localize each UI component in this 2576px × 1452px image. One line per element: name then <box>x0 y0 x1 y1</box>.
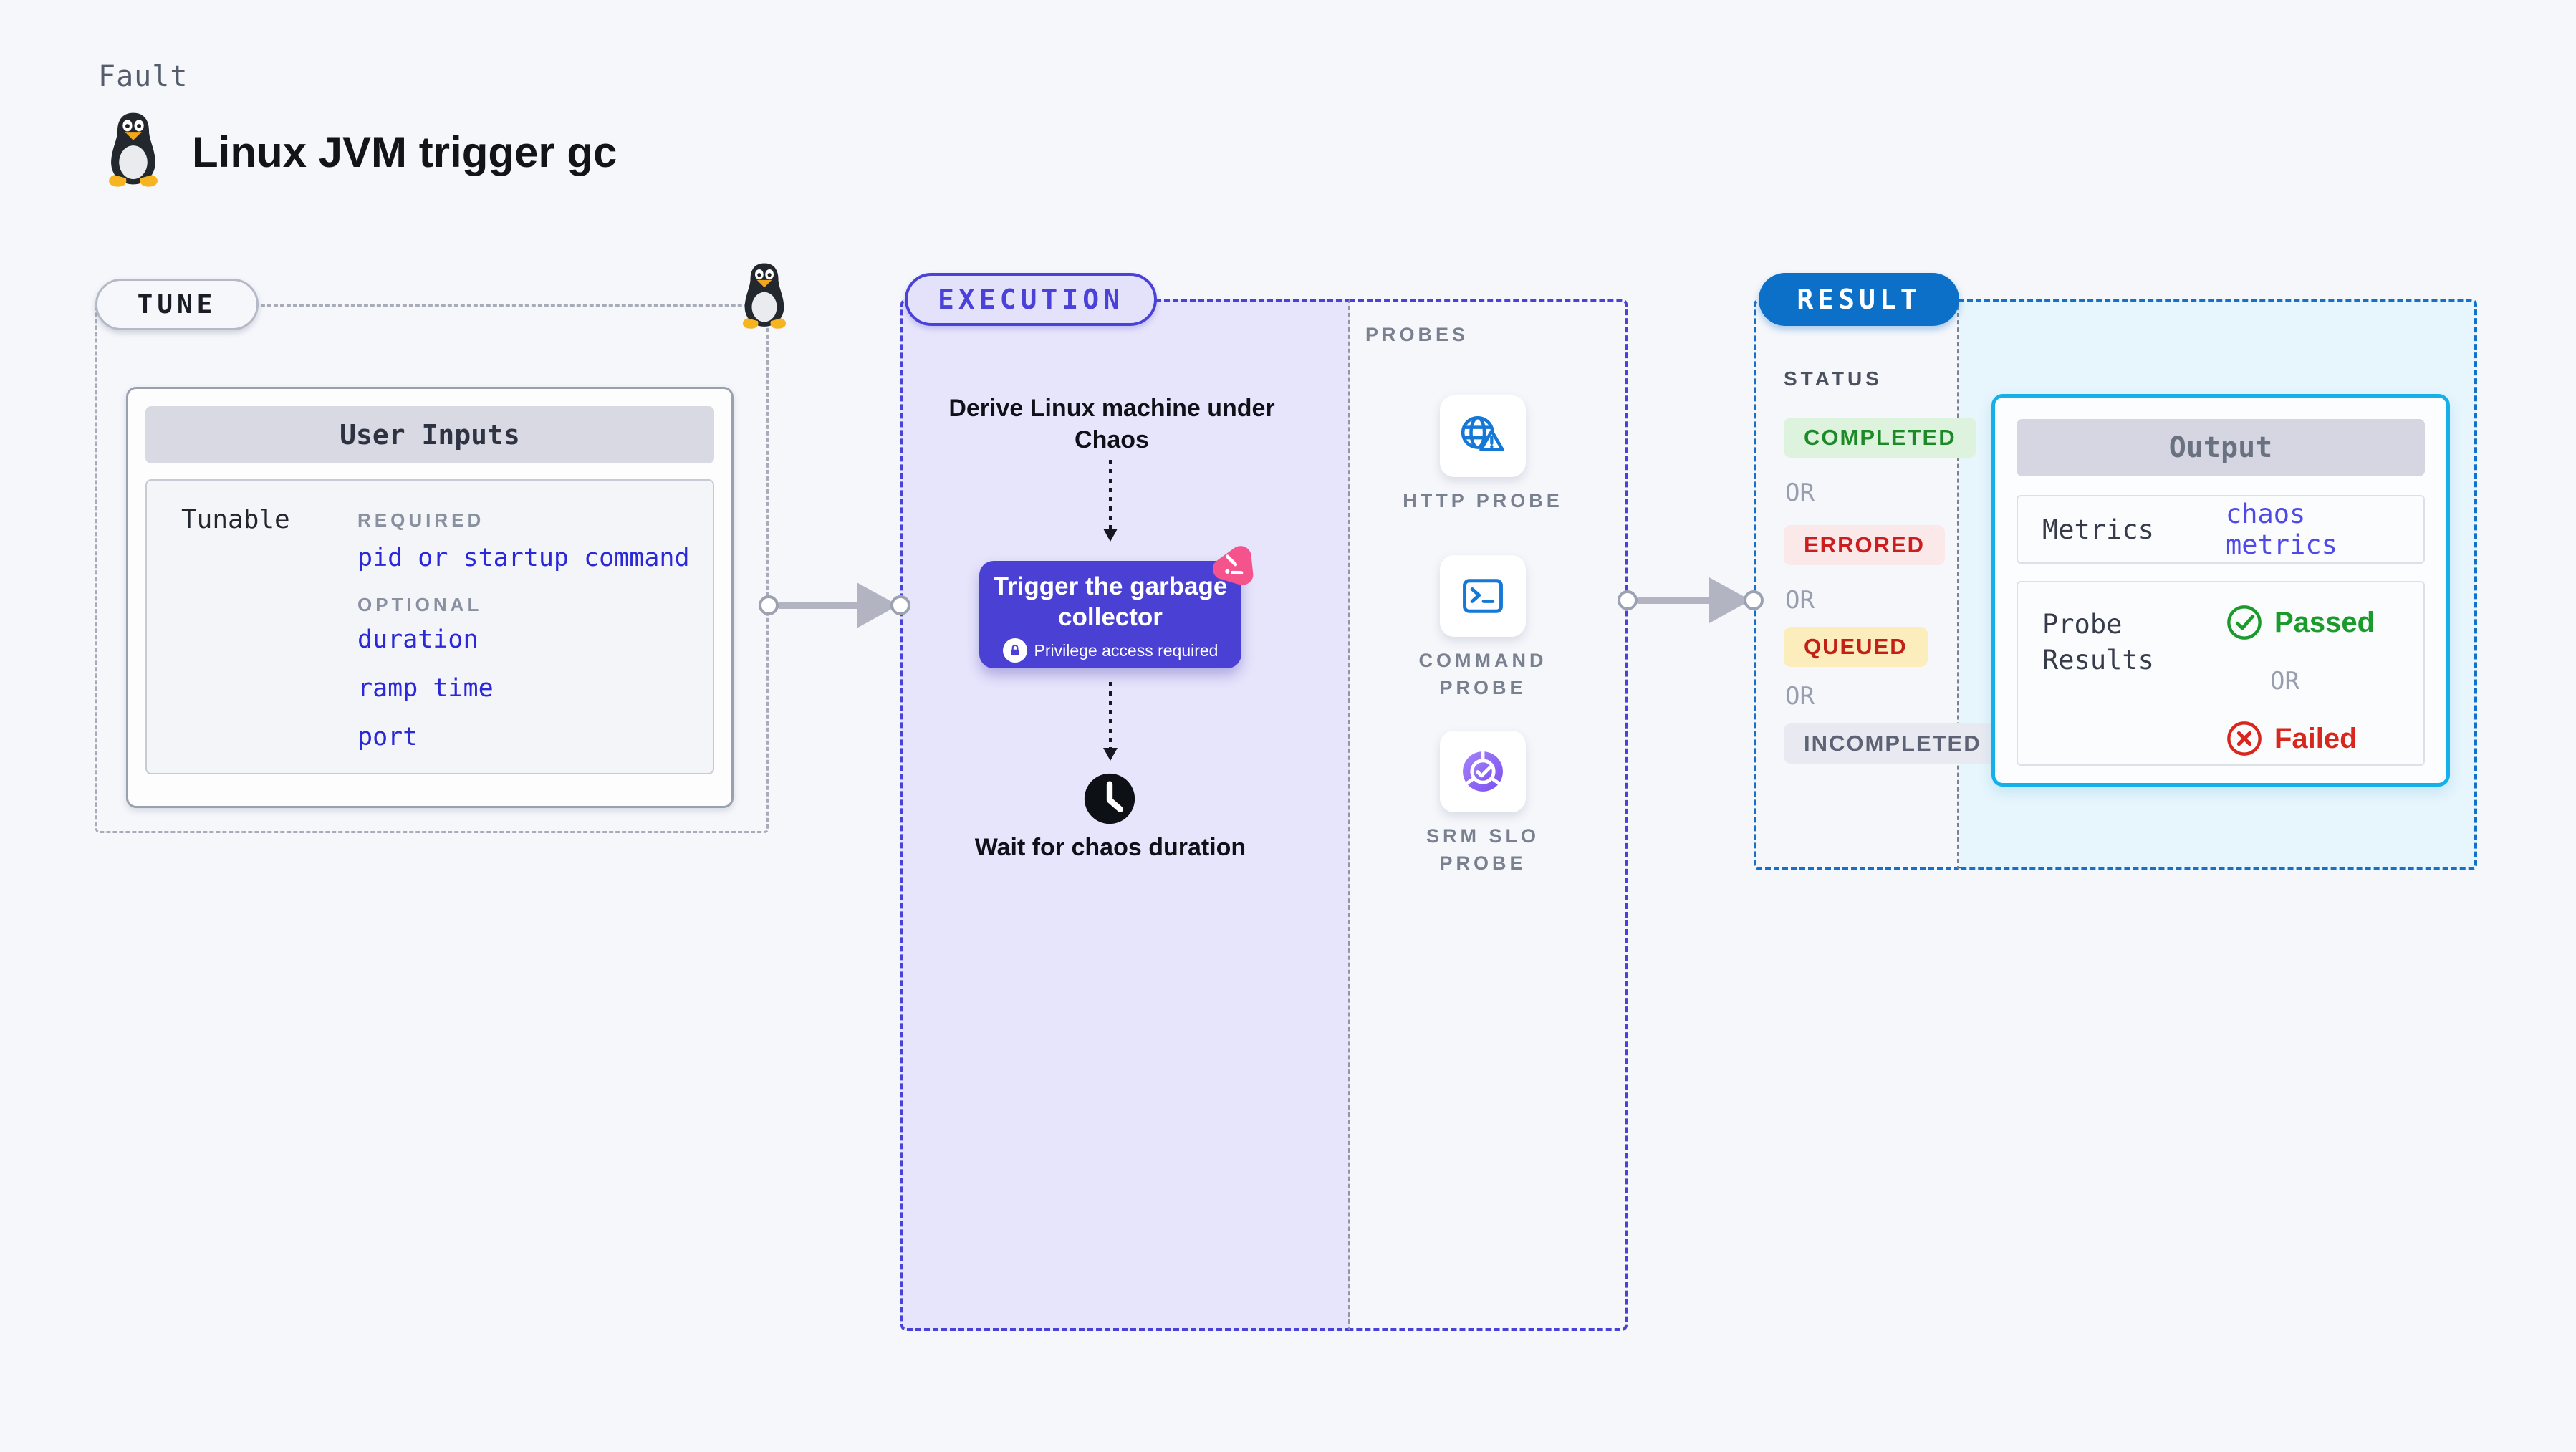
tunable-link-duration[interactable]: duration <box>357 625 479 654</box>
output-card: Output Metrics chaos metrics Probe Resul… <box>1991 394 2450 787</box>
arrow-head-icon <box>1103 529 1118 542</box>
clock-icon <box>1084 773 1135 824</box>
tune-section-box <box>95 304 769 833</box>
http-probe-card[interactable] <box>1440 395 1526 477</box>
metrics-label: Metrics <box>2042 514 2154 545</box>
derive-machine-step: Derive Linux machine under Chaos <box>948 395 1275 453</box>
tunable-row-label: Tunable <box>181 505 290 534</box>
probes-section-box <box>1350 299 1628 1331</box>
connector-dot <box>890 595 910 615</box>
optional-label: OPTIONAL <box>357 594 483 615</box>
or-separator: OR <box>1785 479 1815 507</box>
connector-dot <box>759 595 779 615</box>
dotted-connector <box>1109 682 1112 748</box>
srm-slo-probe-label: SRM SLO PROBE <box>1426 825 1539 874</box>
probe-result-failed: Failed <box>2226 720 2358 757</box>
trigger-gc-title: Trigger the garbage collector <box>993 572 1228 631</box>
status-badge-completed: COMPLETED <box>1784 418 1976 458</box>
tunable-link-pid-or-startup-command[interactable]: pid or startup command <box>357 544 690 572</box>
lock-icon <box>1002 638 1027 663</box>
or-separator: OR <box>1785 682 1815 711</box>
probe-results-row: Probe Results Passed OR Failed <box>2017 581 2425 766</box>
user-inputs-header: User Inputs <box>145 406 714 463</box>
chaos-logo-icon <box>1212 546 1254 585</box>
metrics-row: Metrics chaos metrics <box>2017 495 2425 564</box>
execution-pill: EXECUTION <box>905 273 1157 326</box>
failed-label: Failed <box>2274 722 2358 754</box>
passed-label: Passed <box>2274 606 2375 638</box>
tux-icon <box>742 263 787 329</box>
command-probe-card[interactable] <box>1440 555 1526 637</box>
connector-dot <box>1618 590 1638 610</box>
slo-donut-icon <box>1463 751 1503 792</box>
user-inputs-card: User Inputs Tunable REQUIRED pid or star… <box>126 387 734 808</box>
status-label: STATUS <box>1784 367 1883 390</box>
terminal-icon <box>1463 579 1503 613</box>
tune-pill: TUNE <box>95 279 259 330</box>
chaos-metrics-link[interactable]: chaos metrics <box>2225 499 2337 560</box>
status-badge-errored: ERRORED <box>1784 525 1946 565</box>
privilege-note: Privilege access required <box>1034 640 1219 660</box>
tunable-link-port[interactable]: port <box>357 723 418 751</box>
arrow-head-icon <box>1103 748 1118 761</box>
connector-dot <box>1744 590 1764 610</box>
tux-icon <box>109 112 158 187</box>
or-separator: OR <box>2270 667 2299 696</box>
arrow-tune-to-execution <box>777 602 860 609</box>
globe-alert-icon <box>1461 415 1504 451</box>
x-circle-icon <box>2227 721 2262 756</box>
dotted-connector <box>1109 460 1112 529</box>
wait-duration-step: Wait for chaos duration <box>974 834 1246 861</box>
trigger-gc-node[interactable]: Trigger the garbage collector Privilege … <box>979 561 1241 668</box>
http-probe-label: HTTP PROBE <box>1403 490 1563 511</box>
tunable-link-ramp-time[interactable]: ramp time <box>357 674 494 703</box>
fault-kicker: Fault <box>98 60 188 93</box>
check-circle-icon <box>2227 605 2262 640</box>
probe-results-label: Probe Results <box>2042 609 2154 675</box>
status-badge-incompleted: INCOMPLETED <box>1784 723 2001 764</box>
arrow-execution-to-result <box>1636 597 1714 604</box>
tunable-table: Tunable REQUIRED pid or startup command … <box>145 479 714 774</box>
required-label: REQUIRED <box>357 509 485 531</box>
status-badge-queued: QUEUED <box>1784 627 1928 667</box>
or-separator: OR <box>1785 586 1815 615</box>
probe-result-passed: Passed <box>2226 604 2375 641</box>
probes-label: PROBES <box>1365 324 1469 345</box>
srm-slo-probe-card[interactable] <box>1440 731 1526 812</box>
output-header: Output <box>2017 419 2425 476</box>
page-title: Linux JVM trigger gc <box>192 128 617 176</box>
command-probe-label: COMMAND PROBE <box>1418 650 1547 698</box>
result-pill: RESULT <box>1759 273 1959 326</box>
